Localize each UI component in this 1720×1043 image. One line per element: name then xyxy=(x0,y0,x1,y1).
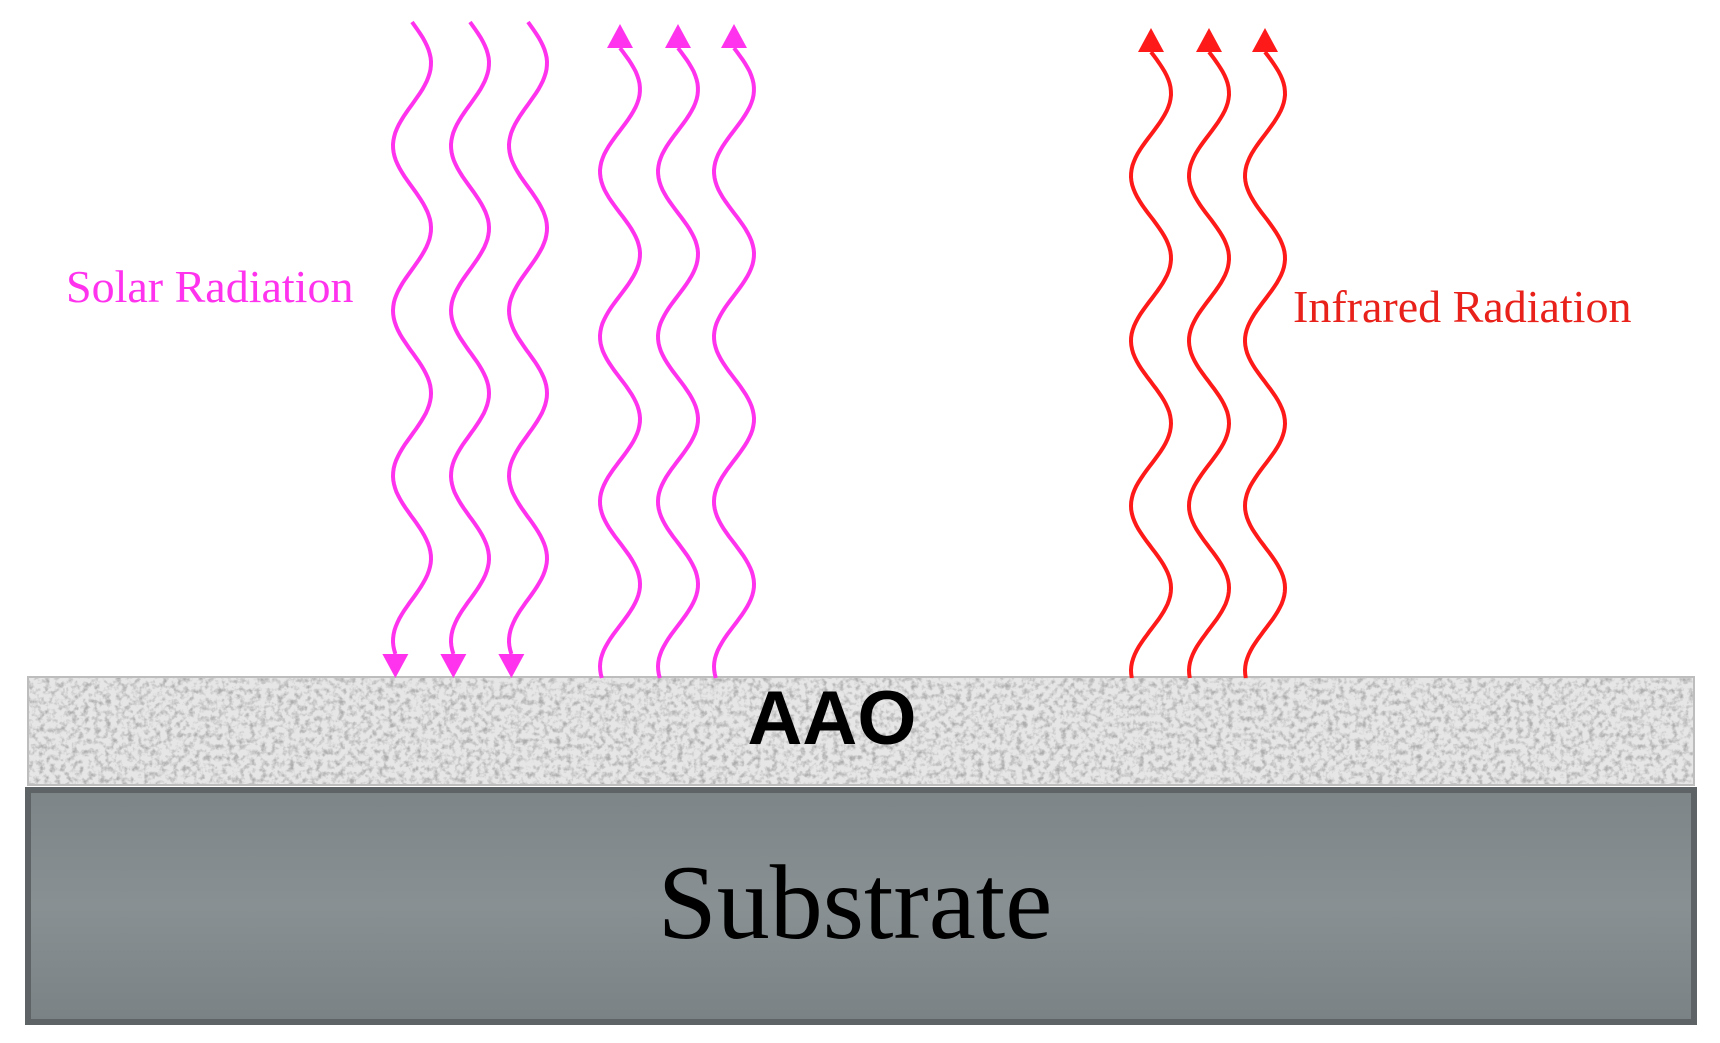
infrared-emitted-wave-2 xyxy=(1186,28,1232,679)
solar-radiation-label: Solar Radiation xyxy=(66,261,353,312)
solar-reflected-wave-3-arrowhead xyxy=(721,24,747,48)
infrared-emitted-wave-1-arrowhead xyxy=(1138,28,1164,52)
aao-layer-texture xyxy=(28,677,1694,785)
solar-incoming-wave-1-line xyxy=(390,20,434,655)
solar-incoming-wave-2-line xyxy=(448,20,492,655)
substrate-layer xyxy=(25,787,1697,1025)
solar-incoming-wave-3 xyxy=(498,20,550,678)
solar-incoming-wave-2 xyxy=(440,20,492,678)
infrared-emitted-wave-2-line xyxy=(1186,50,1232,679)
solar-radiation-waves xyxy=(382,20,757,679)
infrared-emitted-wave-2-arrowhead xyxy=(1196,28,1222,52)
solar-incoming-wave-1-arrowhead xyxy=(382,654,409,678)
infrared-emitted-wave-1 xyxy=(1128,28,1174,679)
solar-reflected-wave-1-arrowhead xyxy=(607,24,633,48)
solar-reflected-wave-2 xyxy=(655,24,701,679)
solar-reflected-wave-3-line xyxy=(711,46,757,679)
solar-incoming-wave-3-line xyxy=(506,20,550,655)
infrared-radiation-waves xyxy=(1128,28,1288,679)
solar-reflected-wave-1-line xyxy=(597,46,643,679)
aao-label: AAO xyxy=(748,676,917,761)
solar-reflected-wave-2-line xyxy=(655,46,701,679)
solar-reflected-wave-2-arrowhead xyxy=(665,24,691,48)
solar-reflected-wave-1 xyxy=(597,24,643,679)
substrate-block xyxy=(25,787,1697,1025)
substrate-label: Substrate xyxy=(658,844,1053,961)
infrared-emitted-wave-3 xyxy=(1242,28,1288,679)
infrared-radiation-label: Infrared Radiation xyxy=(1293,281,1631,332)
infrared-emitted-wave-1-line xyxy=(1128,50,1174,679)
solar-incoming-wave-3-arrowhead xyxy=(498,654,525,678)
solar-incoming-wave-2-arrowhead xyxy=(440,654,467,678)
aao-layer xyxy=(27,676,1695,786)
solar-reflected-wave-3 xyxy=(711,24,757,679)
infrared-emitted-wave-3-line xyxy=(1242,50,1288,679)
infrared-emitted-wave-3-arrowhead xyxy=(1252,28,1278,52)
solar-incoming-wave-1 xyxy=(382,20,434,678)
